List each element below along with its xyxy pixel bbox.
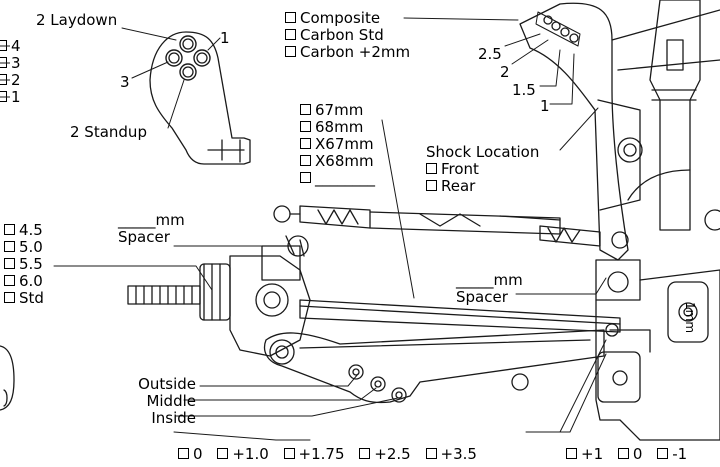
hub-spacer-size-blank[interactable]: _____mm (118, 211, 185, 229)
shock-location-title: Shock Location (426, 143, 540, 161)
checkbox[interactable] (300, 104, 311, 115)
checkbox[interactable] (4, 241, 15, 252)
checkbox[interactable] (359, 448, 371, 459)
tower-spacer-title: Spacer (456, 288, 508, 306)
bulkhead-drawing (595, 259, 720, 441)
checkbox[interactable] (283, 448, 295, 459)
hub-carrier-drawing (127, 245, 311, 357)
tower-spacer-label: _____mm Spacer (456, 272, 523, 306)
arm-mount-option-outside[interactable]: Outside (138, 375, 196, 393)
hub-spacer-option-4-5[interactable]: 4.5 (4, 222, 44, 239)
anti-squat-options: +1 0 -1 (566, 446, 687, 463)
toe-option-plus-1-75[interactable]: +1.75 (283, 446, 345, 463)
checkbox[interactable] (4, 275, 15, 286)
rear-hub-drawing (149, 31, 251, 165)
tower-hole-1-5-label: 1.5 (512, 81, 536, 99)
shock-tower-drawing (519, 0, 720, 261)
checkbox[interactable] (300, 172, 311, 183)
arm-mount-options: Outside Middle Inside (112, 376, 196, 427)
anti-squat-option-plus-1[interactable]: +1 (566, 446, 603, 463)
hub-spacer-label: _____mm Spacer (118, 212, 185, 246)
anti-squat-option-0[interactable]: 0 (617, 446, 642, 463)
checkbox[interactable] (4, 292, 15, 303)
tower-hole-1-label: 1 (540, 97, 550, 115)
checkbox[interactable] (178, 448, 189, 459)
turnbuckle-option-x68mm[interactable]: X68mm (300, 153, 375, 170)
hub-spacer-option-std[interactable]: Std (4, 290, 44, 307)
checkbox[interactable] (300, 155, 311, 166)
checkbox[interactable] (566, 448, 577, 459)
hub-spacer-option-6-0[interactable]: 6.0 (4, 273, 44, 290)
hub-leader-lines (121, 27, 221, 129)
hub-spacer-options: 4.5 5.0 5.5 6.0 Std (4, 222, 44, 307)
checkbox[interactable] (617, 448, 629, 459)
turnbuckle-option-custom[interactable]: ________ (300, 170, 375, 187)
turnbuckle-option-x67mm[interactable]: X67mm (300, 136, 375, 153)
hub-hole-1-label: 1 (220, 29, 230, 47)
lower-arm-drawing (263, 329, 605, 404)
shock-location-option-rear[interactable]: Rear (426, 178, 539, 195)
shock-tower-material-options: Composite Carbon Std Carbon +2mm (285, 10, 410, 61)
checkbox[interactable] (425, 448, 437, 459)
toe-option-0[interactable]: 0 (178, 446, 203, 463)
anti-squat-option-minus-1[interactable]: -1 (657, 446, 687, 463)
turnbuckle-length-options: 67mm 68mm X67mm X68mm ________ (300, 102, 375, 187)
hub-spacer-option-5-0[interactable]: 5.0 (4, 239, 44, 256)
checkbox[interactable] (657, 448, 669, 459)
turnbuckle-option-68mm[interactable]: 68mm (300, 119, 375, 136)
laydown-label: 2 Laydown (36, 11, 118, 29)
block-marking: 1mm (683, 302, 697, 334)
hub-spacer-title: Spacer (118, 228, 170, 246)
camber-link-leaders (0, 45, 10, 98)
shock-location-group: Shock Location Front Rear (426, 144, 539, 195)
material-option-carbon-std[interactable]: Carbon Std (285, 27, 410, 44)
camber-link-drawing (273, 205, 629, 257)
arm-mount-option-middle[interactable]: Middle (146, 392, 196, 410)
toe-option-plus-2-5[interactable]: +2.5 (359, 446, 411, 463)
checkbox[interactable] (426, 163, 437, 174)
tower-spacer-size-blank[interactable]: _____mm (456, 271, 523, 289)
toe-options: 0 +1.0 +1.75 +2.5 +3.5 (178, 446, 487, 463)
checkbox[interactable] (300, 138, 311, 149)
checkbox[interactable] (4, 224, 15, 235)
lower-leader-lines (53, 119, 607, 441)
turnbuckle-option-67mm[interactable]: 67mm (300, 102, 375, 119)
tower-hole-2-5-label: 2.5 (478, 45, 502, 63)
checkbox[interactable] (217, 448, 229, 459)
standup-label: 2 Standup (70, 123, 147, 141)
tower-hole-2-label: 2 (500, 63, 510, 81)
shock-location-option-front[interactable]: Front (426, 161, 539, 178)
material-option-carbon-plus-2mm[interactable]: Carbon +2mm (285, 44, 410, 61)
hub-hole-3-label: 3 (120, 73, 130, 91)
checkbox[interactable] (300, 121, 311, 132)
checkbox[interactable] (426, 180, 437, 191)
tower-leader-lines (403, 17, 599, 151)
driveshaft-drawing (299, 299, 621, 333)
material-option-composite[interactable]: Composite (285, 10, 410, 27)
checkbox[interactable] (4, 258, 15, 269)
checkbox[interactable] (285, 46, 296, 57)
arm-mount-option-inside[interactable]: Inside (151, 409, 196, 427)
toe-option-plus-1-0[interactable]: +1.0 (217, 446, 269, 463)
checkbox[interactable] (285, 29, 296, 40)
checkbox[interactable] (285, 12, 296, 23)
cropped-part-left (0, 345, 15, 411)
hub-spacer-option-5-5[interactable]: 5.5 (4, 256, 44, 273)
toe-option-plus-3-5[interactable]: +3.5 (425, 446, 477, 463)
